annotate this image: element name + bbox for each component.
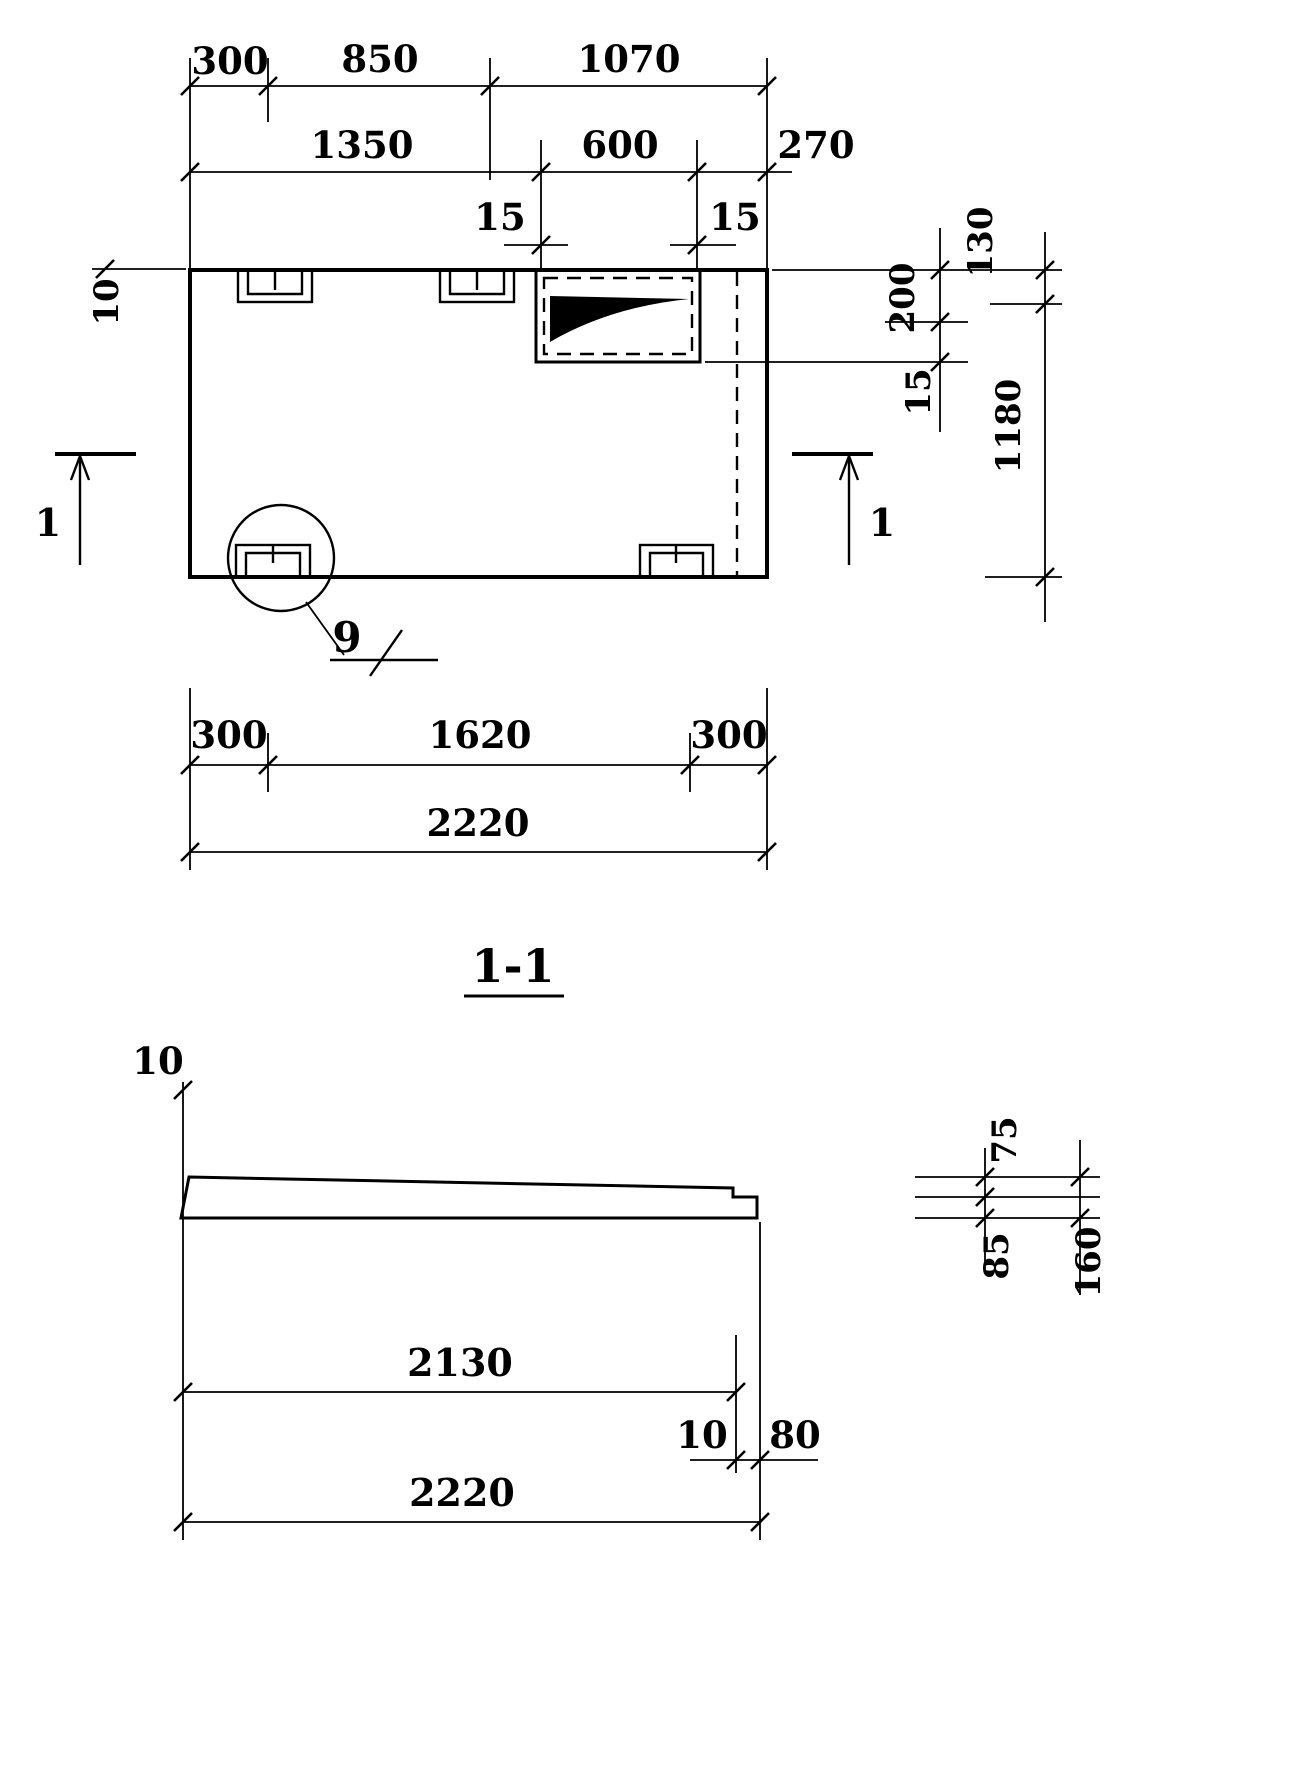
- dim-label-1620: 1620: [429, 713, 532, 757]
- detail-label: 9: [332, 613, 361, 662]
- recess-outline: [534, 268, 702, 364]
- dim-label-15-side: 15: [899, 368, 939, 415]
- recess-wedge-fill: [550, 296, 689, 342]
- cut-label-left: 1: [35, 500, 61, 545]
- slab-profile: [179, 1175, 759, 1220]
- pocket-top-left: [236, 268, 314, 304]
- dim-label-2220-plan: 2220: [427, 801, 530, 845]
- dim-label-160: 160: [1069, 1227, 1109, 1298]
- tick-marks-right-section: [975, 1167, 1090, 1228]
- pocket-bottom-right: [638, 543, 715, 579]
- dimensions-bottom-section: 2130 10 80 2220: [173, 1222, 821, 1540]
- dimensions-bottom: 300 1620 300 2220: [180, 688, 777, 870]
- dim-label-270: 270: [777, 123, 854, 167]
- tick-marks-right: [930, 260, 1055, 587]
- detail-callout: 9: [226, 503, 438, 677]
- section-cut-markers: 1 1: [35, 452, 895, 565]
- detail-slash: [369, 629, 403, 677]
- dim-label-10-left: 10: [87, 278, 127, 325]
- detail-circle: [226, 503, 336, 613]
- dim-label-300-bottom-right: 300: [690, 713, 767, 757]
- dim-label-10-step: 10: [676, 1413, 728, 1457]
- dimensions-right: 130 200 15 1180: [705, 207, 1062, 622]
- dim-label-850: 850: [341, 37, 418, 81]
- dim-label-15-right: 15: [709, 195, 761, 239]
- dim-label-15-left: 15: [474, 195, 526, 239]
- section-view: 1-1 10 75 85 160 2130 10 80 2220: [132, 939, 1109, 1540]
- dim-label-1350: 1350: [311, 123, 414, 167]
- dimension-top-offset-section: 10: [132, 1039, 193, 1242]
- dimension-lines-top: [189, 58, 792, 268]
- dim-label-10-section-top: 10: [132, 1039, 184, 1083]
- dim-label-600: 600: [581, 123, 658, 167]
- dimensions-top: 300 850 1070 1350 600 270 15 15: [180, 37, 855, 268]
- panel-outline: [188, 268, 769, 579]
- pocket-top-mid: [438, 268, 516, 304]
- recess-opening: [534, 268, 702, 364]
- plan-view: 9 1 1 300 850 1070 1350 600 270 15 15: [35, 37, 1062, 870]
- dim-label-80-step: 80: [769, 1413, 821, 1457]
- section-title-label: 1-1: [471, 939, 554, 993]
- pocket-bottom-left: [234, 543, 312, 579]
- tick-marks-bottom: [180, 755, 777, 862]
- tick-marks-bottom-section: [173, 1382, 770, 1532]
- dimension-lines-bottom: [189, 688, 768, 870]
- dimension-lines-right-section: [915, 1140, 1100, 1295]
- section-title: 1-1: [464, 939, 564, 998]
- tick-marks-top: [180, 76, 777, 255]
- dim-label-200: 200: [883, 263, 923, 334]
- recess-hidden-outline: [542, 276, 694, 356]
- dim-label-1070: 1070: [578, 37, 681, 81]
- cut-arrow-right: [838, 455, 860, 565]
- dim-label-2130: 2130: [407, 1340, 513, 1385]
- dim-label-2220-section: 2220: [409, 1470, 515, 1515]
- dimension-lines-right: [705, 228, 1062, 622]
- dimension-left-offset: 10: [87, 259, 186, 326]
- cut-arrow-left: [69, 455, 91, 565]
- detail-leader-line: [305, 601, 345, 656]
- dim-label-75: 75: [985, 1116, 1025, 1163]
- cut-label-right: 1: [869, 500, 895, 545]
- dim-label-1180: 1180: [989, 379, 1029, 474]
- dim-label-85: 85: [977, 1232, 1017, 1279]
- dim-label-300-top: 300: [191, 39, 268, 83]
- dim-label-130: 130: [961, 207, 1001, 278]
- dim-label-300-bottom-left: 300: [190, 713, 267, 757]
- dimensions-right-section: 75 85 160: [915, 1116, 1109, 1297]
